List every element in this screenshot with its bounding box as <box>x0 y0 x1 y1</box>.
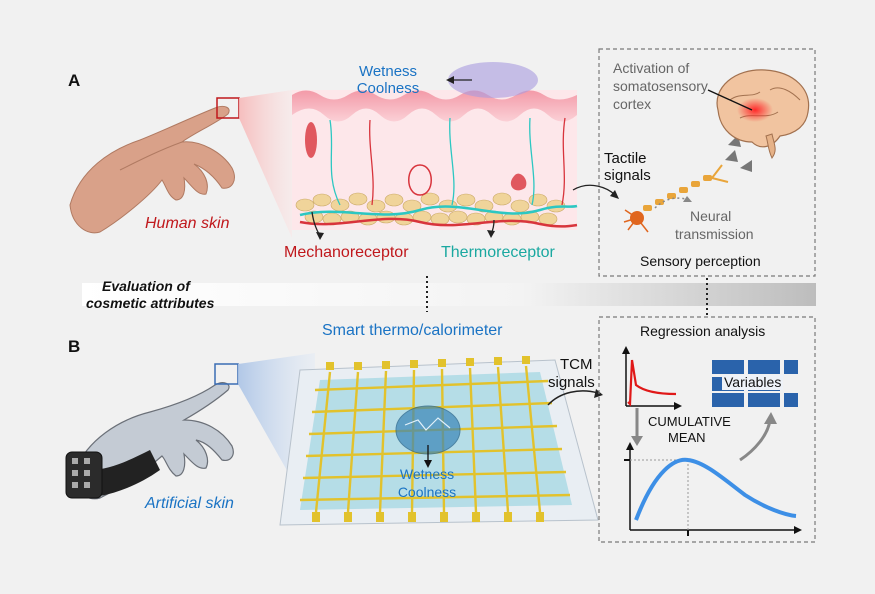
mechanoreceptor-label: Mechanoreceptor <box>284 244 409 261</box>
curved-up-arrow <box>739 419 772 462</box>
tcm-signals-label: signals <box>548 374 595 391</box>
sensory-perception-label: Sensory perception <box>640 253 761 269</box>
human-hand-illustration <box>69 105 235 234</box>
signals-label: signals <box>604 167 651 184</box>
transmission-label: transmission <box>675 226 754 242</box>
neuron-chain <box>623 164 729 233</box>
cortex-pointer-line <box>707 89 753 111</box>
regression-label: Regression analysis <box>640 323 766 339</box>
variables-block <box>712 360 798 407</box>
panel-a-letter: A <box>68 71 81 90</box>
activation-label-2: somatosensory <box>613 78 708 94</box>
coolness-label-a: Coolness <box>356 80 420 97</box>
evaluation-label-1: Evaluation of <box>102 278 190 294</box>
wetness-label-a: Wetness <box>358 63 418 80</box>
tactile-label: Tactile <box>604 150 647 167</box>
zoom-fan-red <box>239 90 292 238</box>
brain-illustration <box>716 69 810 159</box>
robot-fingertip-box <box>214 363 239 385</box>
regression-box <box>598 316 816 543</box>
wetness-label-b: Wetness <box>399 466 455 482</box>
neural-label: Neural <box>690 208 732 224</box>
panel-b-letter: B <box>68 337 81 356</box>
activation-label-1: Activation of <box>613 60 690 76</box>
artificial-skin-label: Artificial skin <box>145 495 234 512</box>
variables-label: Variables <box>722 374 784 391</box>
evaluation-bar <box>82 283 816 306</box>
tcm-label: TCM <box>560 356 593 373</box>
mean-label: MEAN <box>668 430 706 445</box>
activation-label-3: cortex <box>613 96 652 112</box>
evaluation-label-2: cosmetic attributes <box>86 295 215 311</box>
smart-calorimeter-title: Smart thermo/calorimeter <box>322 322 503 339</box>
human-skin-label: Human skin <box>145 215 230 232</box>
skin-cross-section <box>292 62 578 230</box>
robot-hand-illustration <box>65 382 234 500</box>
sensory-perception-box <box>598 48 816 277</box>
thermoreceptor-label: Thermoreceptor <box>441 244 555 261</box>
tcm-signal-plot <box>622 346 682 410</box>
cumulative-label: CUMULATIVE <box>648 414 731 429</box>
cumulative-mean-plot <box>624 442 802 536</box>
sensor-sheet <box>279 356 599 526</box>
skin-arrows <box>311 76 619 240</box>
droplet-blob <box>448 62 538 98</box>
coolness-label-b: Coolness <box>397 484 457 500</box>
tcm-arrow <box>547 390 599 406</box>
